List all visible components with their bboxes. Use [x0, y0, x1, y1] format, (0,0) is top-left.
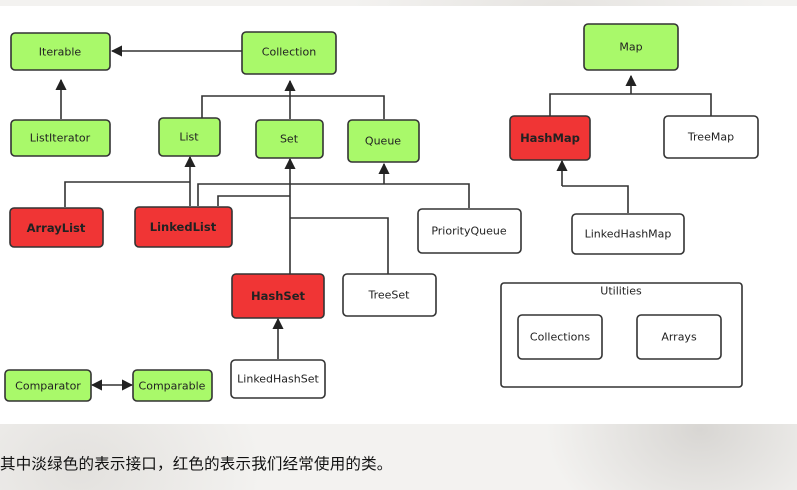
edge-linkedhashmap-hashmap: [562, 185, 629, 213]
node-linked-list: LinkedList: [134, 206, 233, 248]
label-arrays: Arrays: [661, 331, 697, 344]
label-utilities: Utilities: [600, 285, 642, 298]
label-tree-map: TreeMap: [687, 131, 734, 144]
node-list-iterator: ListIterator: [10, 119, 111, 157]
node-linked-hash-set: LinkedHashSet: [230, 359, 326, 399]
label-map: Map: [619, 41, 642, 54]
node-map: Map: [583, 23, 679, 71]
node-tree-set: TreeSet: [342, 273, 437, 317]
label-list: List: [179, 131, 199, 144]
label-iterable: Iterable: [39, 46, 82, 59]
node-priority-queue: PriorityQueue: [417, 208, 522, 254]
label-priority-queue: PriorityQueue: [431, 225, 507, 238]
node-tree-map: TreeMap: [663, 115, 759, 159]
label-tree-set: TreeSet: [368, 289, 411, 302]
edge-bus-map: [549, 93, 712, 118]
diagram-caption: 其中淡绿色的表示接口，红色的表示我们经常使用的类。: [0, 455, 393, 473]
label-list-iterator: ListIterator: [30, 132, 91, 145]
label-comparator: Comparator: [15, 380, 81, 393]
edge-arraylist-list: [64, 181, 190, 207]
edge-bus-collection: [201, 95, 385, 119]
label-comparable: Comparable: [139, 380, 206, 393]
node-linked-hash-map: LinkedHashMap: [571, 213, 685, 255]
label-linked-hash-map: LinkedHashMap: [585, 228, 672, 241]
node-arrays: Arrays: [636, 314, 722, 360]
label-set: Set: [280, 133, 299, 146]
node-collections: Collections: [517, 314, 603, 360]
label-collection: Collection: [262, 46, 316, 59]
edge-linkedlist-set: [217, 195, 290, 206]
edge-treeset-set: [290, 217, 389, 274]
node-set: Set: [255, 119, 324, 159]
label-collections: Collections: [530, 331, 590, 344]
node-array-list: ArrayList: [9, 207, 104, 248]
label-hash-map: HashMap: [520, 131, 580, 145]
node-hash-map: HashMap: [509, 115, 591, 161]
group-utilities: Utilities: [500, 282, 743, 388]
label-queue: Queue: [365, 135, 401, 148]
label-linked-list: LinkedList: [150, 220, 217, 234]
node-iterable: Iterable: [10, 32, 111, 71]
node-comparable: Comparable: [132, 369, 213, 402]
label-hash-set: HashSet: [251, 289, 305, 303]
collection-framework-diagram: Iterable Collection ListIterator List Se…: [0, 6, 797, 424]
node-list: List: [158, 117, 221, 157]
edge-priorityqueue-queue: [384, 183, 470, 208]
node-queue: Queue: [347, 119, 420, 163]
edge-linkedlist-queue: [197, 183, 384, 206]
edges: [55, 45, 712, 391]
node-collection: Collection: [241, 31, 337, 75]
label-array-list: ArrayList: [27, 221, 86, 235]
node-comparator: Comparator: [4, 369, 92, 402]
node-hash-set: HashSet: [231, 273, 325, 319]
diagram-canvas: Iterable Collection ListIterator List Se…: [4, 23, 759, 402]
label-linked-hash-set: LinkedHashSet: [237, 373, 319, 386]
